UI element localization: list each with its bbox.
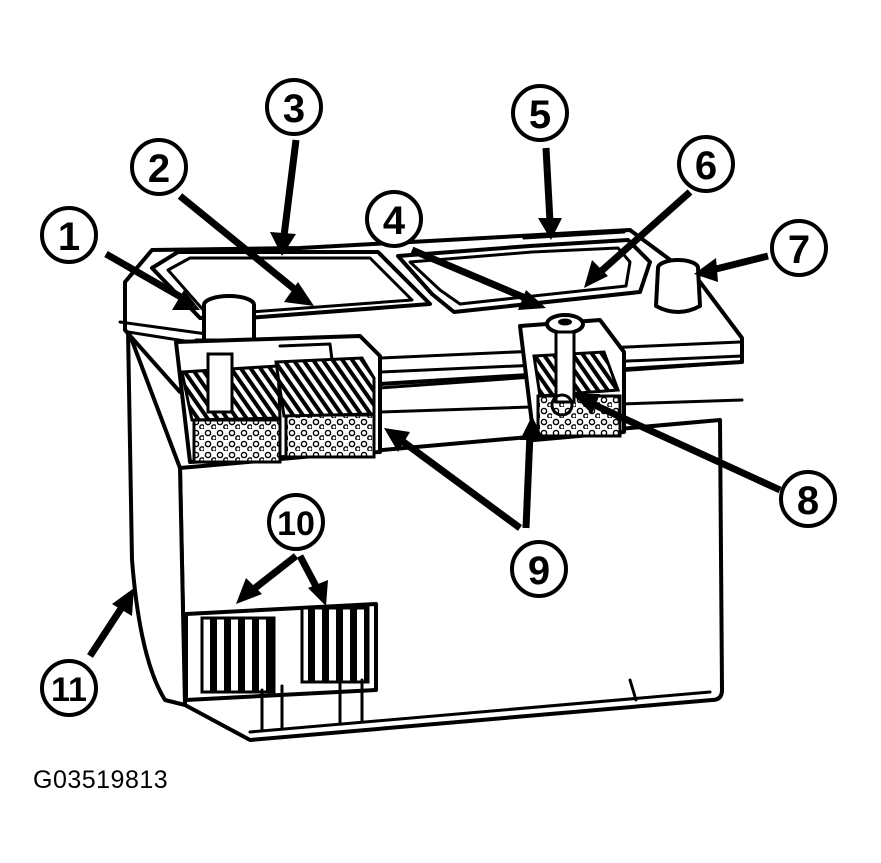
callout-7: 7	[770, 219, 828, 277]
callout-11: 11	[40, 659, 98, 717]
svg-text:7: 7	[788, 228, 810, 272]
callout-3: 3	[265, 78, 323, 136]
positive-terminal	[654, 258, 702, 314]
callout-5: 5	[511, 84, 569, 142]
leader-lines	[87, 139, 782, 658]
svg-text:11: 11	[51, 671, 87, 709]
svg-text:10: 10	[277, 505, 315, 543]
cutaway-plates	[184, 602, 378, 732]
svg-text:3: 3	[283, 87, 305, 131]
callout-9: 9	[510, 540, 568, 598]
callout-1: 1	[40, 206, 98, 264]
callout-4: 4	[365, 190, 423, 248]
callout-10: 10	[267, 493, 325, 551]
svg-text:2: 2	[148, 147, 170, 191]
svg-text:8: 8	[797, 479, 819, 523]
svg-text:4: 4	[383, 199, 406, 243]
callout-6: 6	[677, 135, 735, 193]
svg-text:6: 6	[695, 144, 717, 188]
svg-text:9: 9	[528, 549, 550, 593]
svg-text:1: 1	[58, 215, 80, 259]
svg-text:5: 5	[529, 93, 551, 137]
vent-cap-right	[396, 230, 652, 314]
callout-2: 2	[130, 138, 188, 196]
cutaway-cell-right	[518, 313, 626, 442]
figure-code: G03519813	[33, 766, 169, 794]
callout-8: 8	[779, 470, 837, 528]
cutaway-cells-left	[174, 334, 382, 464]
